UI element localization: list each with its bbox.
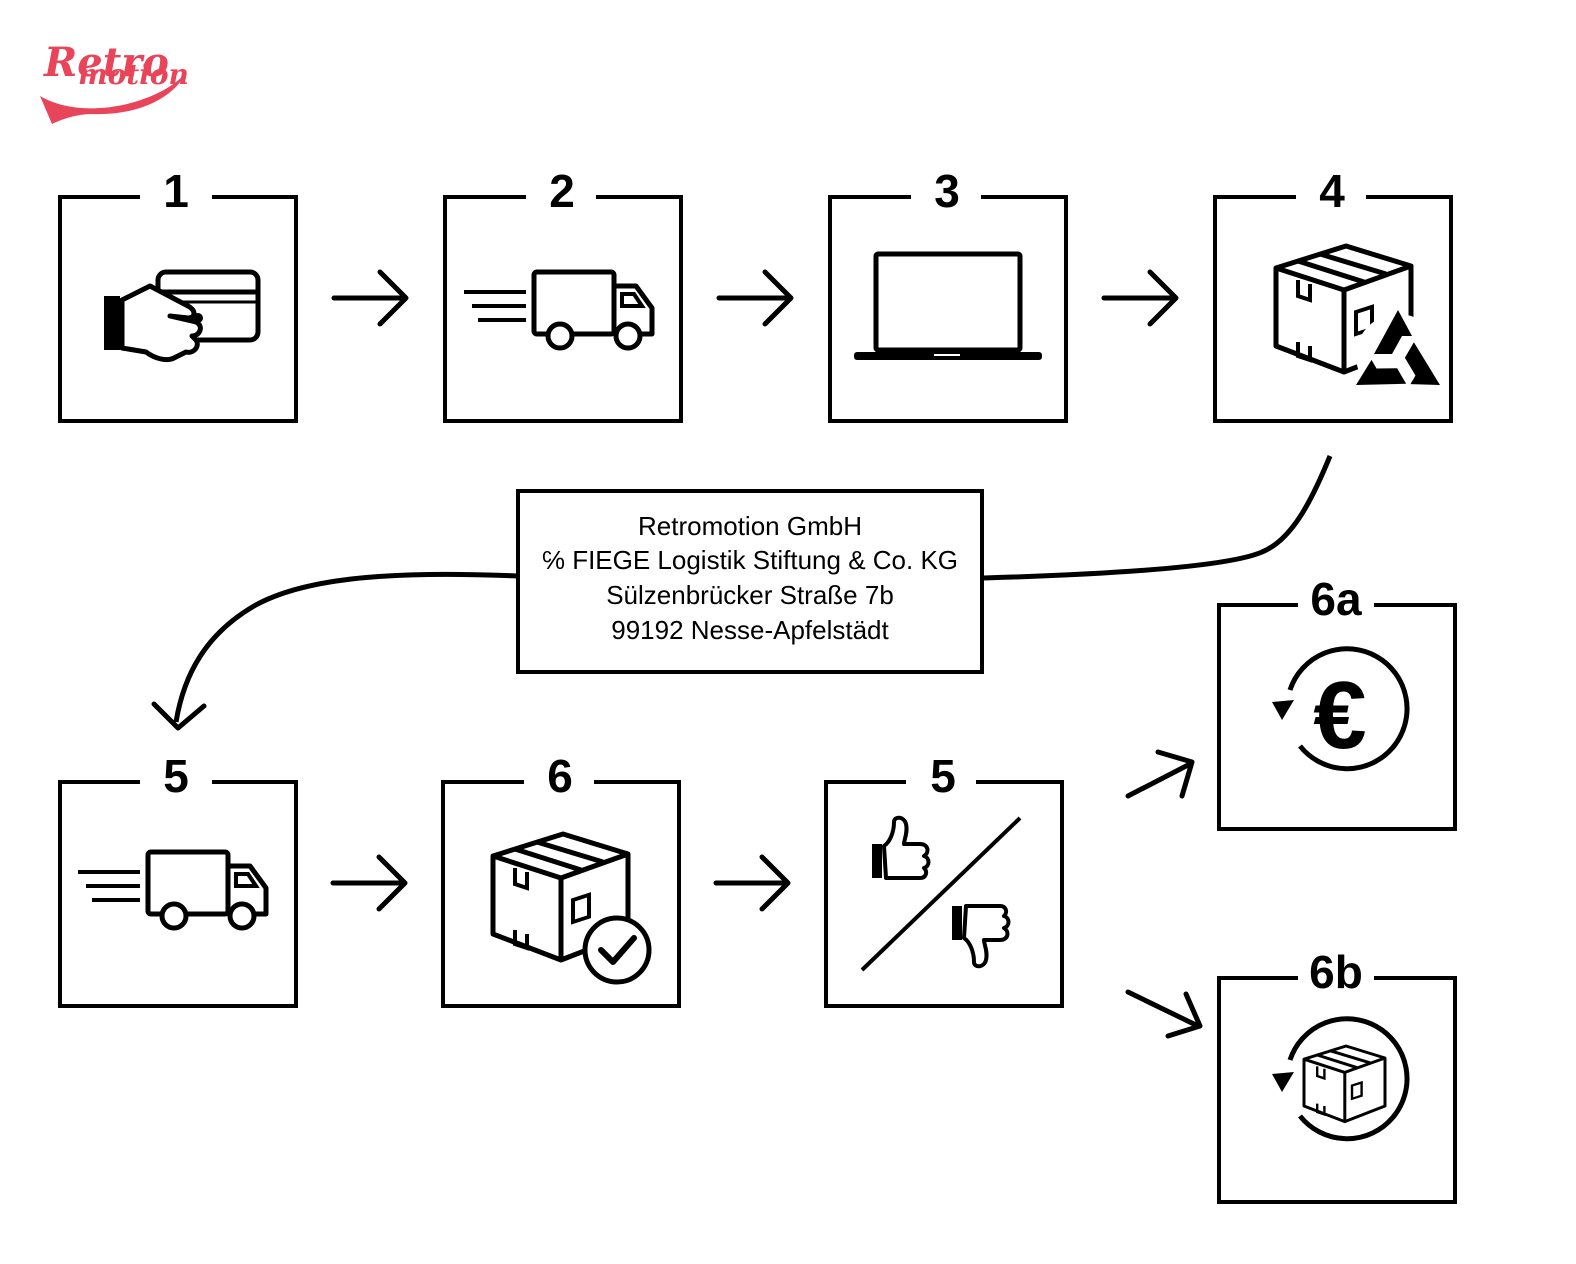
step-number: 2 bbox=[549, 165, 575, 217]
step-number: 4 bbox=[1319, 165, 1345, 217]
box-recycle-icon bbox=[1276, 246, 1452, 406]
step-5-card: 5 bbox=[58, 750, 298, 1008]
step-number: 1 bbox=[163, 165, 189, 217]
connector-step4-to-address bbox=[983, 455, 1333, 581]
delivery-truck-icon bbox=[464, 272, 652, 348]
step-number: 6a bbox=[1310, 573, 1362, 625]
connector-arrowhead bbox=[151, 701, 207, 731]
arrow-1-to-2 bbox=[331, 269, 409, 327]
address-city: 99192 Nesse-Apfelstädt bbox=[611, 615, 889, 645]
arrow-to-6a bbox=[1125, 749, 1195, 799]
arrow-to-6b bbox=[1125, 989, 1203, 1039]
logo-text-retro: Retro bbox=[43, 39, 169, 86]
address-street: Sülzenbrücker Straße 7b bbox=[606, 580, 894, 610]
address-company: Retromotion GmbH bbox=[638, 511, 862, 541]
logo-text-motion: motion bbox=[78, 58, 189, 91]
arrow-3-to-4 bbox=[1101, 269, 1179, 327]
step-6-card: 6 bbox=[441, 750, 681, 1008]
delivery-truck-icon bbox=[78, 852, 266, 928]
return-address-box: Retromotion GmbH ℅ FIEGE Logistik Stiftu… bbox=[516, 489, 984, 674]
step-4-card: 4 bbox=[1213, 165, 1453, 423]
logo-swoosh bbox=[40, 72, 186, 124]
laptop-icon bbox=[854, 251, 1042, 360]
euro-icon: € bbox=[1313, 662, 1366, 769]
connector-address-to-step5 bbox=[173, 571, 518, 723]
step-2-card: 2 bbox=[443, 165, 683, 423]
arrow-6-to-inspection bbox=[713, 854, 791, 912]
logo-text-com: .com bbox=[118, 85, 153, 100]
euro-refund-icon: € bbox=[1272, 646, 1410, 772]
box-checked-icon bbox=[493, 834, 652, 985]
recycle-icon bbox=[1349, 310, 1452, 406]
step-number: 5 bbox=[163, 750, 189, 802]
card-payment-icon bbox=[104, 269, 261, 363]
step-inspection-card: 5 bbox=[824, 750, 1064, 1008]
retromotion-logo: Retro motion .com bbox=[40, 39, 189, 124]
step-number: 6b bbox=[1309, 946, 1363, 998]
step-number: 5 bbox=[930, 750, 956, 802]
step-1-card: 1 bbox=[58, 165, 298, 423]
box-exchange-icon bbox=[1272, 1016, 1410, 1142]
step-number: 6 bbox=[547, 750, 573, 802]
step-6a-card: 6a € bbox=[1217, 573, 1457, 831]
arrow-5-to-6 bbox=[330, 854, 408, 912]
step-number: 3 bbox=[934, 165, 960, 217]
step-3-card: 3 bbox=[828, 165, 1068, 423]
checkmark-circle-icon bbox=[582, 915, 652, 985]
thumbs-up-down-icon bbox=[860, 815, 1022, 972]
thumbs-down-icon bbox=[950, 904, 1011, 969]
address-care-of: ℅ FIEGE Logistik Stiftung & Co. KG bbox=[542, 545, 958, 575]
thumbs-up-icon bbox=[870, 815, 931, 880]
arrow-2-to-3 bbox=[716, 269, 794, 327]
step-6b-card: 6b bbox=[1217, 946, 1457, 1204]
